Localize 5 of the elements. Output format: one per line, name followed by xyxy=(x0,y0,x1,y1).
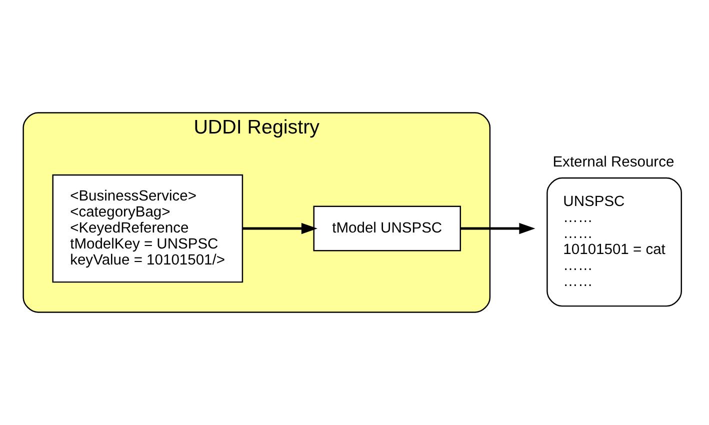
arrow xyxy=(242,222,318,234)
node-box: <BusinessService> <categoryBag> <KeyedReference tModelKey = UNSPSC keyValue = 10101501/> xyxy=(52,174,244,283)
node-label: External Resource xyxy=(552,154,674,170)
node-box: tModel UNSPSC xyxy=(313,206,461,252)
arrow xyxy=(460,222,536,234)
